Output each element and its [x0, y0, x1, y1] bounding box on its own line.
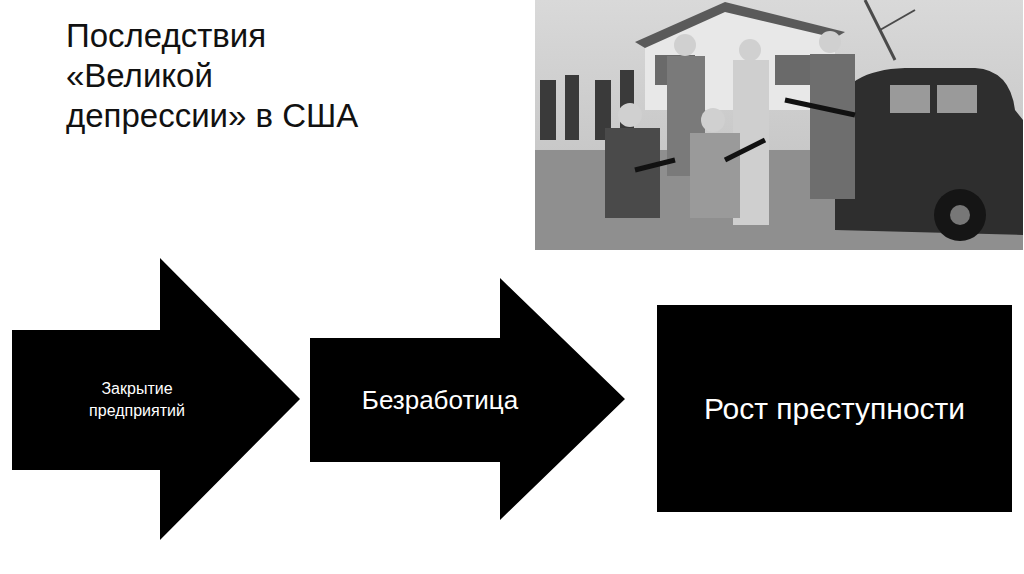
historical-photo [535, 0, 1023, 250]
slide-title: Последствия «Великой депрессии» в США [66, 16, 376, 136]
arrow-shape: Закрытие предприятий [12, 258, 300, 540]
text-area: Рост преступности [657, 305, 1012, 512]
node-label: Закрытие предприятий [60, 378, 214, 422]
arrow-fill [12, 258, 300, 540]
arrow-fill [310, 278, 625, 520]
text-area: Закрытие предприятий [52, 330, 222, 470]
node-label: Безработица [362, 384, 518, 416]
box-fill [657, 305, 1012, 512]
text-area: Безработица [320, 338, 560, 462]
arrow-shape: Безработица [310, 278, 625, 520]
arrow-outline [12, 258, 300, 540]
node-label: Рост преступности [704, 391, 965, 427]
result-box: Рост преступности [657, 305, 1012, 512]
